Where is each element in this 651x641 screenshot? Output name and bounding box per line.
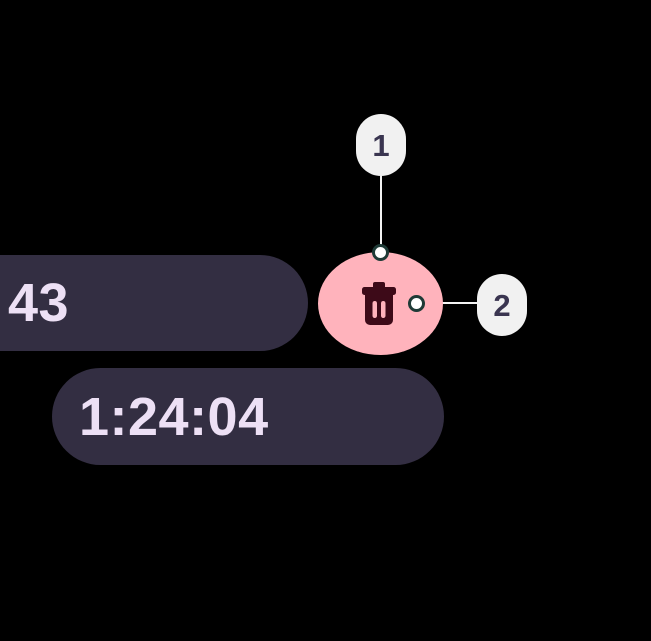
connector-line-badge-2 (420, 302, 480, 304)
count-pill[interactable]: 43 (0, 255, 308, 351)
anchor-point-top[interactable] (372, 244, 389, 261)
anchor-point-right[interactable] (408, 295, 425, 312)
annotation-badge-1[interactable]: 1 (356, 114, 406, 176)
timer-pill-label: 1:24:04 (79, 386, 269, 447)
trash-icon (362, 281, 396, 325)
connector-line-badge-1 (380, 170, 382, 256)
annotation-badge-1-label: 1 (372, 127, 390, 163)
annotation-badge-2-label: 2 (493, 287, 511, 323)
annotation-badge-2[interactable]: 2 (477, 274, 527, 336)
count-pill-label: 43 (8, 273, 70, 333)
timer-pill[interactable]: 1:24:04 (52, 368, 444, 465)
